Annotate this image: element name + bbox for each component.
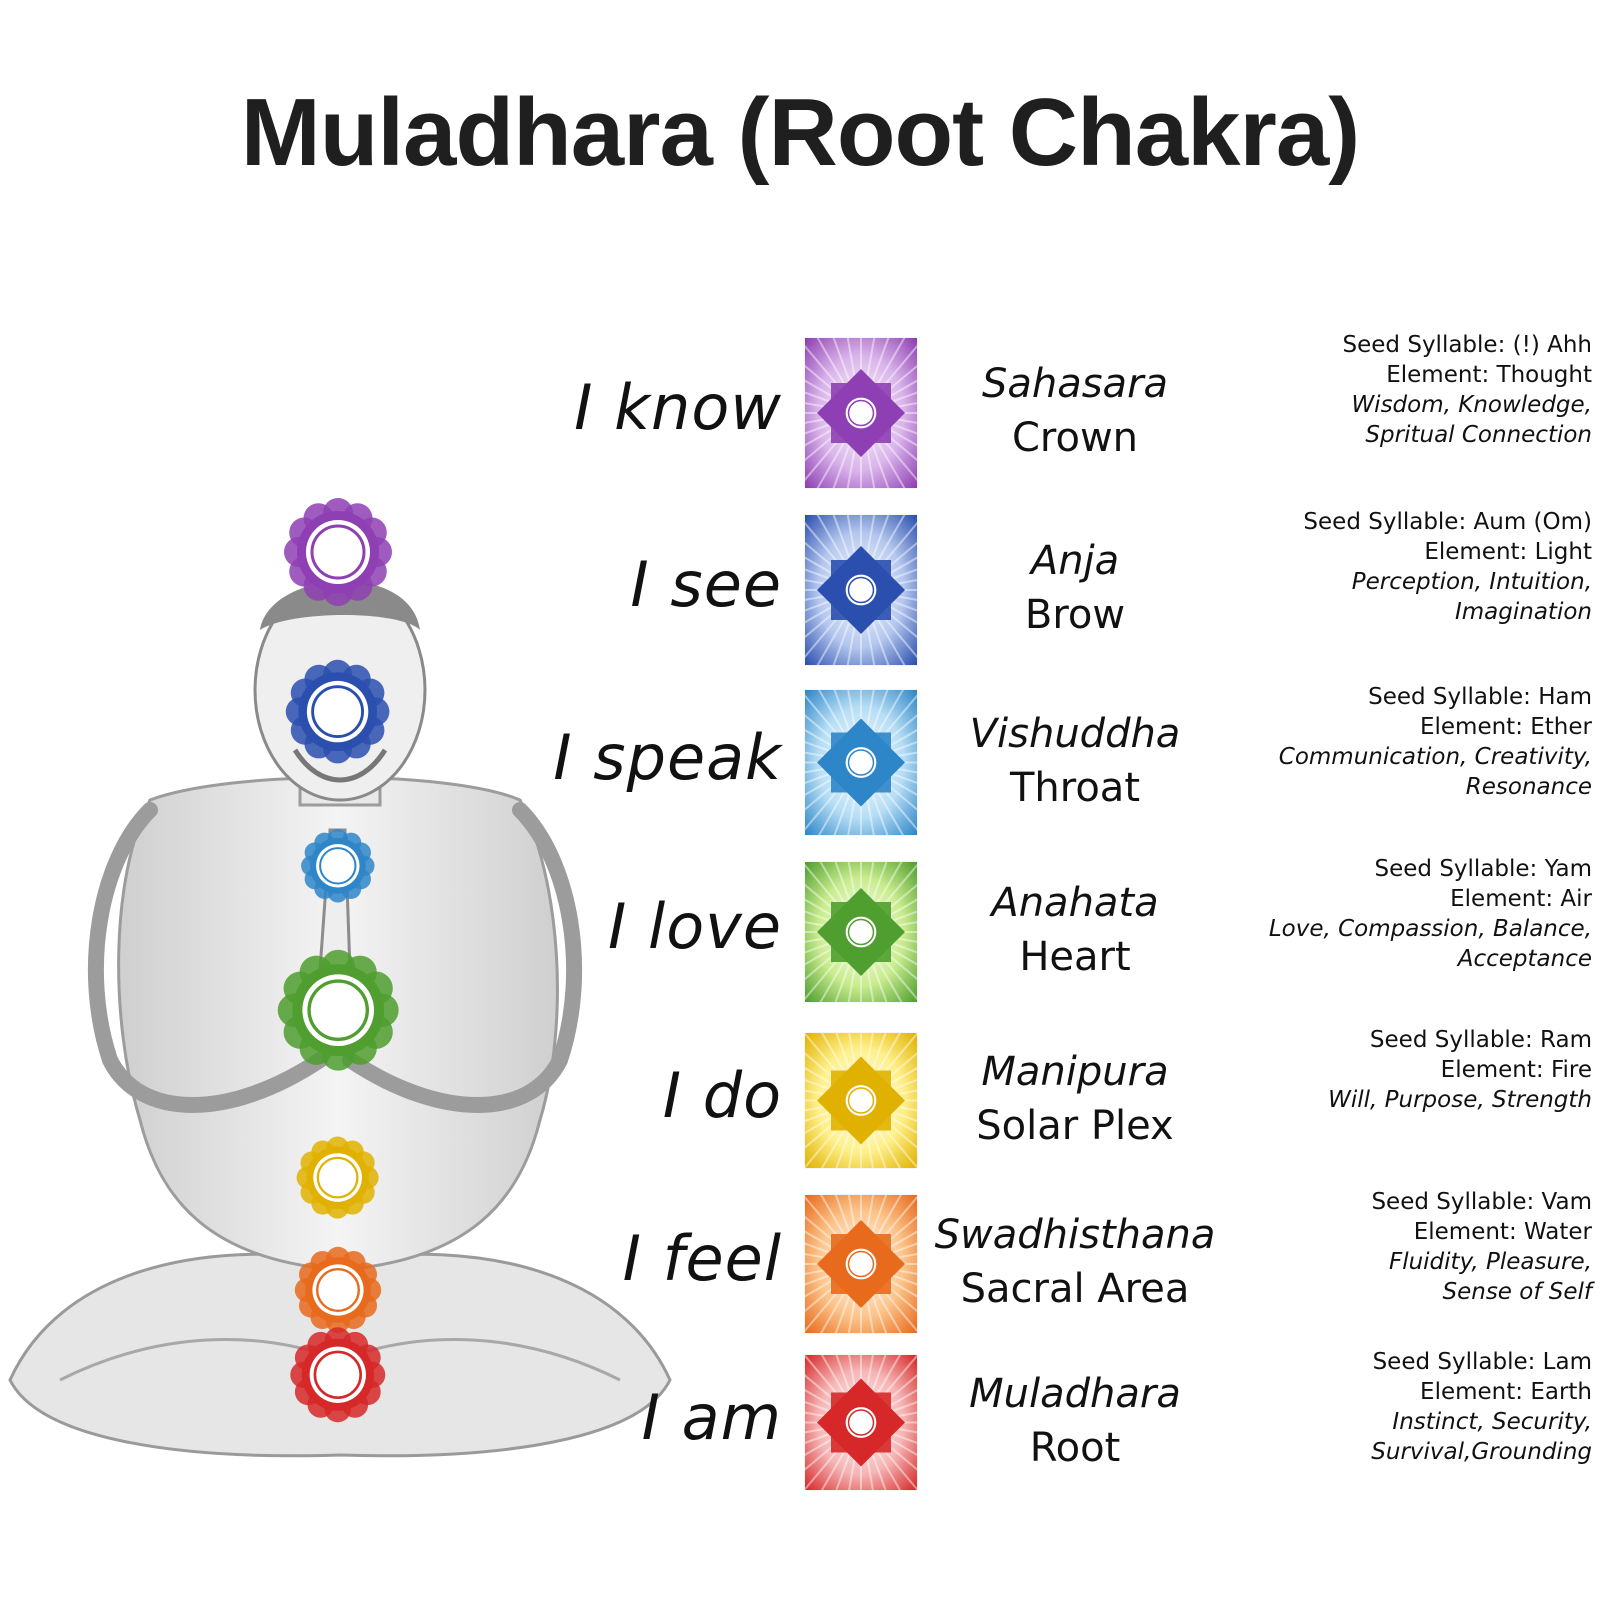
chakra-qualities: Will, Purpose, Strength (1328, 1087, 1592, 1113)
chakra-qualities: Resonance (1465, 774, 1592, 800)
chakra-element: Element: Fire (1440, 1057, 1592, 1083)
chakra-emblem-icon (835, 736, 887, 789)
chakra-affirmation: I love (608, 890, 782, 963)
chakra-qualities: Communication, Creativity, (1278, 744, 1592, 770)
chakra-sanskrit-name: Sahasara (981, 361, 1169, 407)
chakra-emblem-icon (835, 564, 887, 616)
chakra-english-name: Root (1029, 1424, 1121, 1471)
chakra-seed-syllable: Seed Syllable: Lam (1372, 1349, 1592, 1375)
chakra-english-name: Sacral Area (960, 1266, 1190, 1312)
chakra-symbol-tile (805, 515, 917, 665)
chakra-seed-syllable: Seed Syllable: Vam (1371, 1189, 1592, 1215)
chakra-qualities: Imagination (1454, 599, 1592, 625)
chakra-english-name: Solar Plex (976, 1102, 1174, 1149)
chakra-sanskrit-name: Anja (1030, 538, 1120, 584)
chakra-element: Element: Air (1450, 886, 1592, 912)
figure-chakra-emblem-icon (296, 1136, 380, 1220)
chakra-seed-syllable: Seed Syllable: Ham (1368, 684, 1592, 710)
figure-chakra-emblem-icon (301, 829, 375, 903)
chakra-element: Element: Earth (1420, 1379, 1592, 1405)
chakra-english-name: Heart (1019, 934, 1131, 980)
chakra-english-name: Brow (1024, 592, 1126, 638)
chakra-seed-syllable: Seed Syllable: (!) Ahh (1342, 332, 1592, 358)
chakra-qualities: Spritual Connection (1365, 422, 1592, 448)
chakra-sanskrit-name: Vishuddha (969, 710, 1181, 757)
chakra-affirmation: I see (630, 548, 782, 621)
chakra-qualities: Instinct, Security, (1392, 1409, 1592, 1435)
figure-chakra-heart (277, 949, 399, 1071)
figure-chakra-emblem-icon (290, 1327, 386, 1423)
figure-chakra-throat (301, 829, 375, 903)
chakra-symbol-tile (805, 338, 917, 488)
chakra-affirmation: I know (574, 371, 782, 444)
chakra-qualities: Sense of Self (1442, 1279, 1593, 1305)
chakra-seed-syllable: Seed Syllable: Aum (Om) (1303, 509, 1592, 535)
chakra-emblem-icon (835, 1074, 887, 1127)
chakra-qualities: Survival,Grounding (1371, 1439, 1592, 1465)
chakra-english-name: Throat (1009, 764, 1141, 811)
figure-chakra-root (290, 1327, 386, 1423)
figure-chakra-sacral-area (294, 1246, 382, 1334)
chakra-sanskrit-name: Muladhara (969, 1370, 1181, 1417)
chakra-emblem-icon (835, 1396, 887, 1449)
chakra-qualities: Perception, Intuition, (1351, 569, 1592, 595)
chakra-symbol-tile (805, 1195, 917, 1333)
chakra-affirmation: I speak (553, 720, 782, 794)
figure-chakra-emblem-icon (277, 949, 399, 1071)
chakra-affirmation: I do (662, 1058, 782, 1132)
chakra-element: Element: Water (1413, 1219, 1592, 1245)
chakra-symbol-tile (805, 862, 917, 1002)
figure-chakra-emblem-icon (284, 498, 392, 606)
chakra-seed-syllable: Seed Syllable: Yam (1374, 856, 1592, 882)
chakra-affirmation: I am (641, 1380, 782, 1454)
chakra-element: Element: Thought (1386, 362, 1592, 388)
chakra-affirmation: I feel (622, 1222, 782, 1295)
chakra-qualities: Love, Compassion, Balance, (1268, 916, 1592, 942)
chakra-seed-syllable: Seed Syllable: Ram (1369, 1027, 1592, 1053)
chakra-emblem-icon (835, 387, 887, 439)
chakra-symbol-tile (805, 1355, 917, 1490)
chakra-sanskrit-name: Anahata (991, 880, 1159, 926)
chakra-english-name: Crown (1011, 415, 1139, 461)
chakra-emblem-icon (835, 1238, 887, 1290)
chakra-sanskrit-name: Manipura (981, 1048, 1169, 1095)
chakra-qualities: Fluidity, Pleasure, (1388, 1249, 1592, 1275)
figure-chakra-crown (284, 498, 392, 606)
chakra-symbol-tile (805, 690, 917, 835)
chakra-element: Element: Light (1424, 539, 1592, 565)
figure-chakra-solar-plex (296, 1136, 380, 1220)
chakra-symbol-tile (805, 1033, 917, 1168)
chakra-qualities: Acceptance (1457, 946, 1592, 972)
chakra-qualities: Wisdom, Knowledge, (1351, 392, 1592, 418)
figure-chakra-emblem-icon (294, 1246, 382, 1334)
chakra-sanskrit-name: Swadhisthana (934, 1212, 1216, 1258)
page-title: Muladhara (Root Chakra) (240, 79, 1360, 186)
figure-chakra-brow (286, 660, 390, 764)
chakra-element: Element: Ether (1419, 714, 1592, 740)
chakra-emblem-icon (835, 906, 887, 958)
figure-chakra-emblem-icon (286, 660, 390, 764)
